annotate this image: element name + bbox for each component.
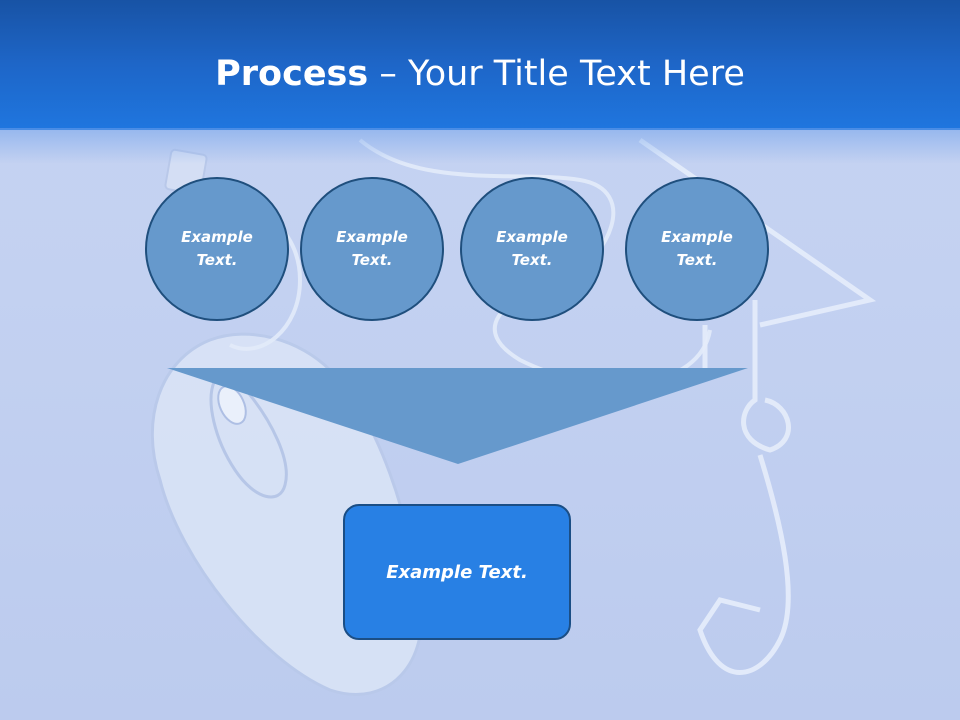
process-circle-label: Example Text. [661, 228, 733, 269]
result-box[interactable]: Example Text. [343, 504, 571, 640]
slide-title[interactable]: Process – Your Title Text Here [0, 52, 960, 96]
slide-title-strong: Process [215, 54, 369, 94]
process-circle-3[interactable]: Example Text. [460, 177, 604, 321]
result-box-label: Example Text. [386, 561, 528, 583]
process-circle-label: Example Text. [181, 228, 253, 269]
slide-title-rest: – Your Title Text Here [368, 54, 745, 94]
process-circle-4[interactable]: Example Text. [625, 177, 769, 321]
process-circle-label: Example Text. [496, 228, 568, 269]
title-bar-fade [0, 128, 960, 164]
process-circle-2[interactable]: Example Text. [300, 177, 444, 321]
process-circle-label: Example Text. [336, 228, 408, 269]
process-circle-1[interactable]: Example Text. [145, 177, 289, 321]
title-bar [0, 0, 960, 130]
